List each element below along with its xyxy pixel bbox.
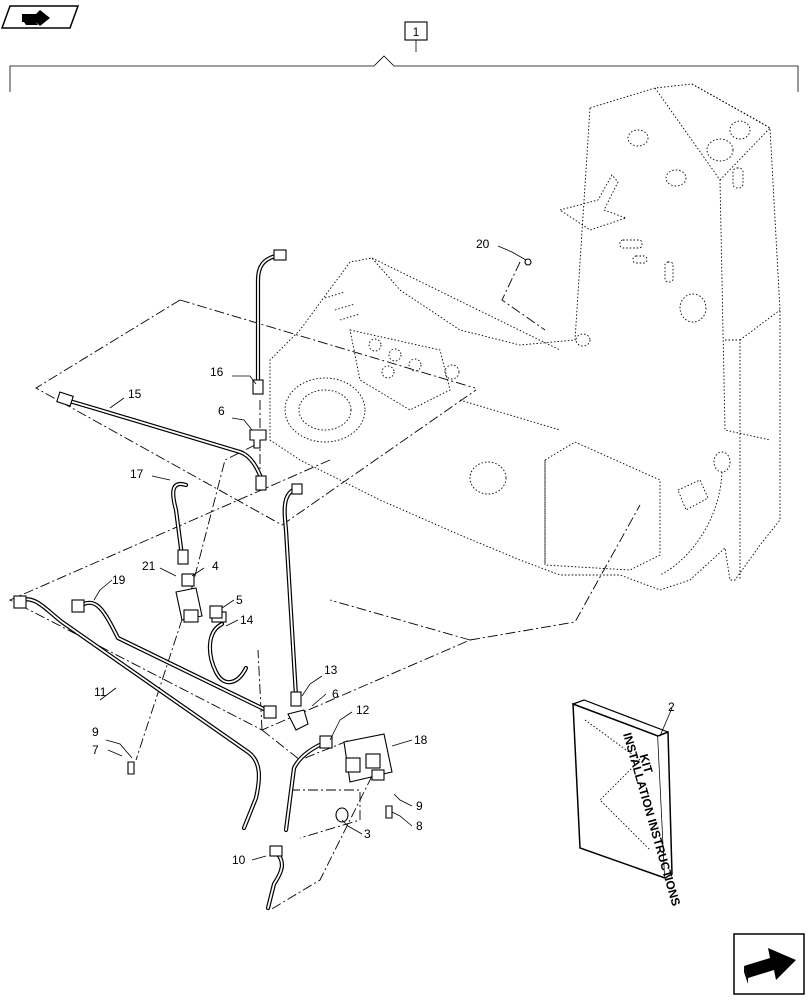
callout-labels: 2 3 4 5 6 6 7 8 9 9 10 11 12 13 14 15 16…	[92, 237, 675, 867]
tube-13	[282, 483, 303, 707]
instruction-manual: KIT INSTALLATION INSTRUCTIONS	[572, 699, 683, 908]
callout-11: 11	[94, 685, 107, 699]
tube-12	[283, 735, 333, 833]
tube-10	[265, 845, 284, 911]
callout-13: 13	[324, 663, 338, 677]
assembly-centerlines	[8, 261, 641, 911]
callout-19: 19	[112, 573, 126, 587]
callout-2: 2	[668, 700, 675, 714]
fastener-20	[524, 258, 532, 266]
tube-16	[252, 249, 287, 395]
callout-14: 14	[240, 613, 254, 627]
callout-18: 18	[414, 733, 428, 747]
callout-8: 8	[416, 819, 423, 833]
callout-15: 15	[128, 387, 142, 401]
loader-frame	[269, 83, 781, 591]
leader-lines	[93, 245, 673, 861]
valve-block-21	[175, 587, 203, 623]
callout-9-left: 9	[92, 725, 99, 739]
book-arrow-icon[interactable]	[0, 5, 80, 29]
next-page-arrow-icon[interactable]	[733, 933, 805, 995]
tee-fitting-6-lower	[287, 709, 309, 731]
bolt-8	[385, 805, 393, 819]
fitting-4	[181, 573, 195, 587]
tube-11	[13, 595, 262, 831]
callout-17: 17	[130, 467, 144, 481]
callout-16: 16	[210, 365, 224, 379]
callout-12: 12	[356, 703, 370, 717]
cap-3	[335, 807, 349, 823]
tee-fitting-6-upper	[249, 429, 267, 449]
callout-21: 21	[142, 559, 156, 573]
tube-19	[71, 599, 277, 719]
assembly-callout: 1	[9, 21, 799, 92]
callout-5: 5	[236, 593, 243, 607]
callout-6-lower: 6	[332, 687, 339, 701]
callout-4: 4	[212, 559, 219, 573]
bolt-7	[127, 761, 135, 775]
callout-20: 20	[476, 237, 490, 251]
fitting-5	[209, 605, 223, 619]
callout-6-upper: 6	[218, 404, 225, 418]
callout-7: 7	[92, 743, 99, 757]
tube-15	[56, 391, 267, 491]
manifold-18	[343, 733, 393, 783]
callout-10: 10	[232, 853, 246, 867]
manual-title: KIT	[637, 752, 656, 775]
assembly-callout-number: 1	[413, 25, 420, 39]
callout-3: 3	[364, 827, 371, 841]
callout-9-right: 9	[416, 799, 423, 813]
tube-17	[171, 481, 189, 565]
